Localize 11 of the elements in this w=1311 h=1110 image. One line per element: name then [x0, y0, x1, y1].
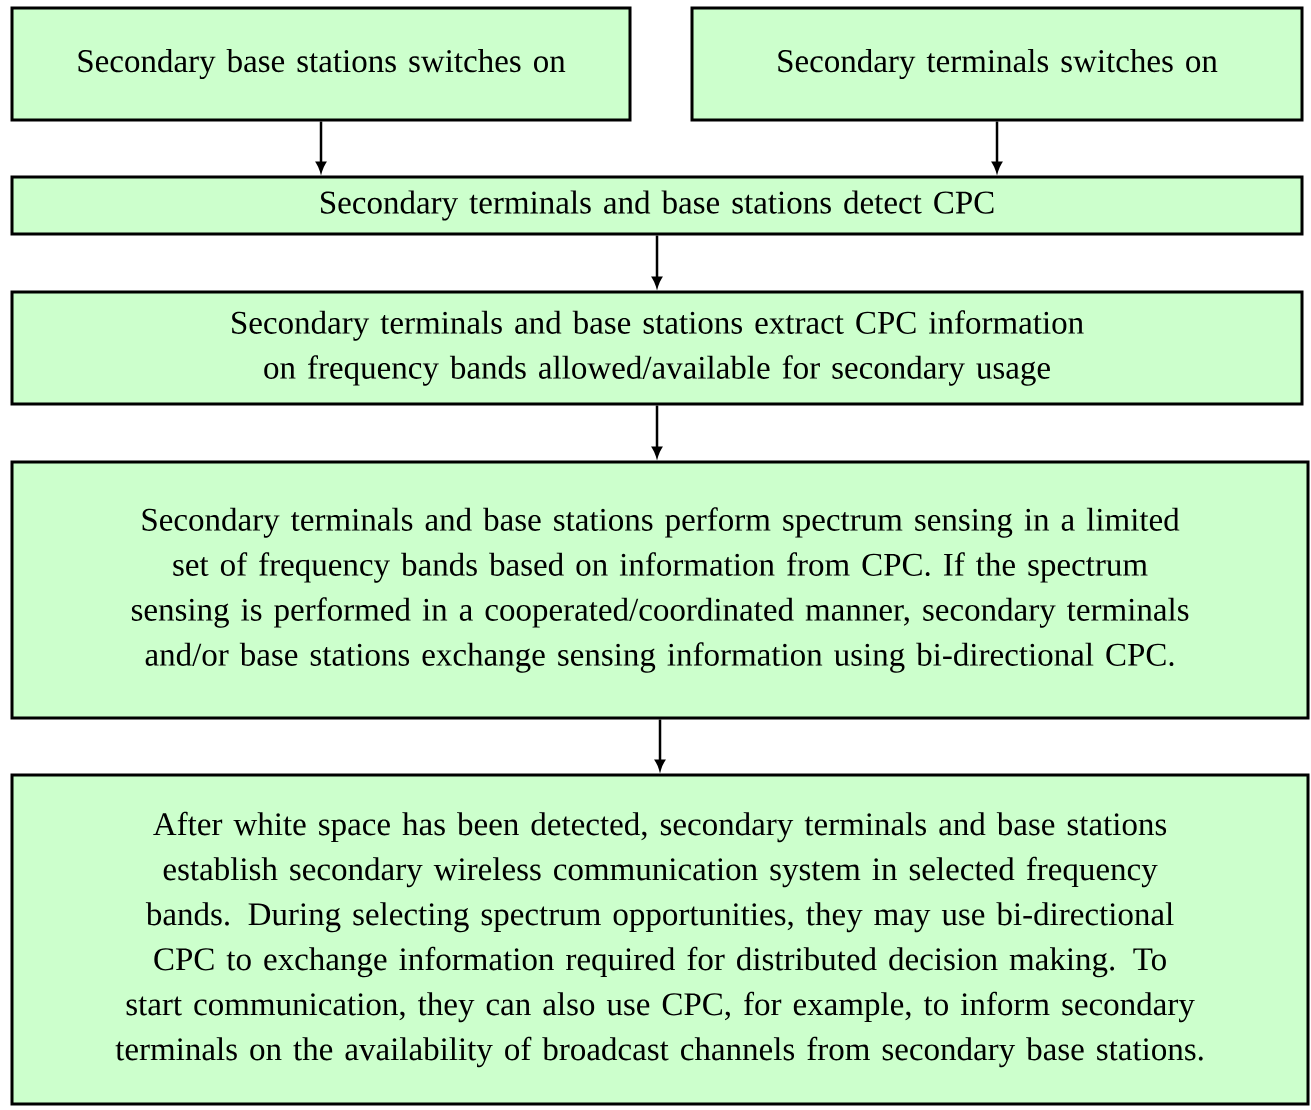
process-box: Secondary base stations switches on: [10, 6, 632, 122]
process-box: After white space has been detected, secondary terminals and base stations establish secondary wireless communication system in selected frequency bands. During selecting spectrum opportunities, they may use bi-directional CPC to exchange information required for distributed decision making. To start communication, they can also use CPC, for example, to inform secondary terminals on the availability of broadcast channels from secondary base stations.: [10, 773, 1310, 1106]
arrow: [316, 121, 326, 173]
process-box: Secondary terminals and base stations perform spectrum sensing in a limited set of frequency bands based on information from CPC. If the spectrum sensing is performed in a cooperated/coordinated manner, secondary terminals and/or base stations exchange sensing information using bi-directional CPC.: [10, 460, 1310, 720]
arrow: [652, 235, 662, 288]
process-box: Secondary terminals switches on: [690, 6, 1304, 122]
arrow: [992, 121, 1002, 173]
process-box: Secondary terminals and base stations detect CPC: [10, 175, 1304, 236]
arrow: [655, 719, 665, 771]
arrow: [652, 405, 662, 458]
process-box: Secondary terminals and base stations extract CPC information on frequency bands allowed/available for secondary usage: [10, 290, 1304, 406]
